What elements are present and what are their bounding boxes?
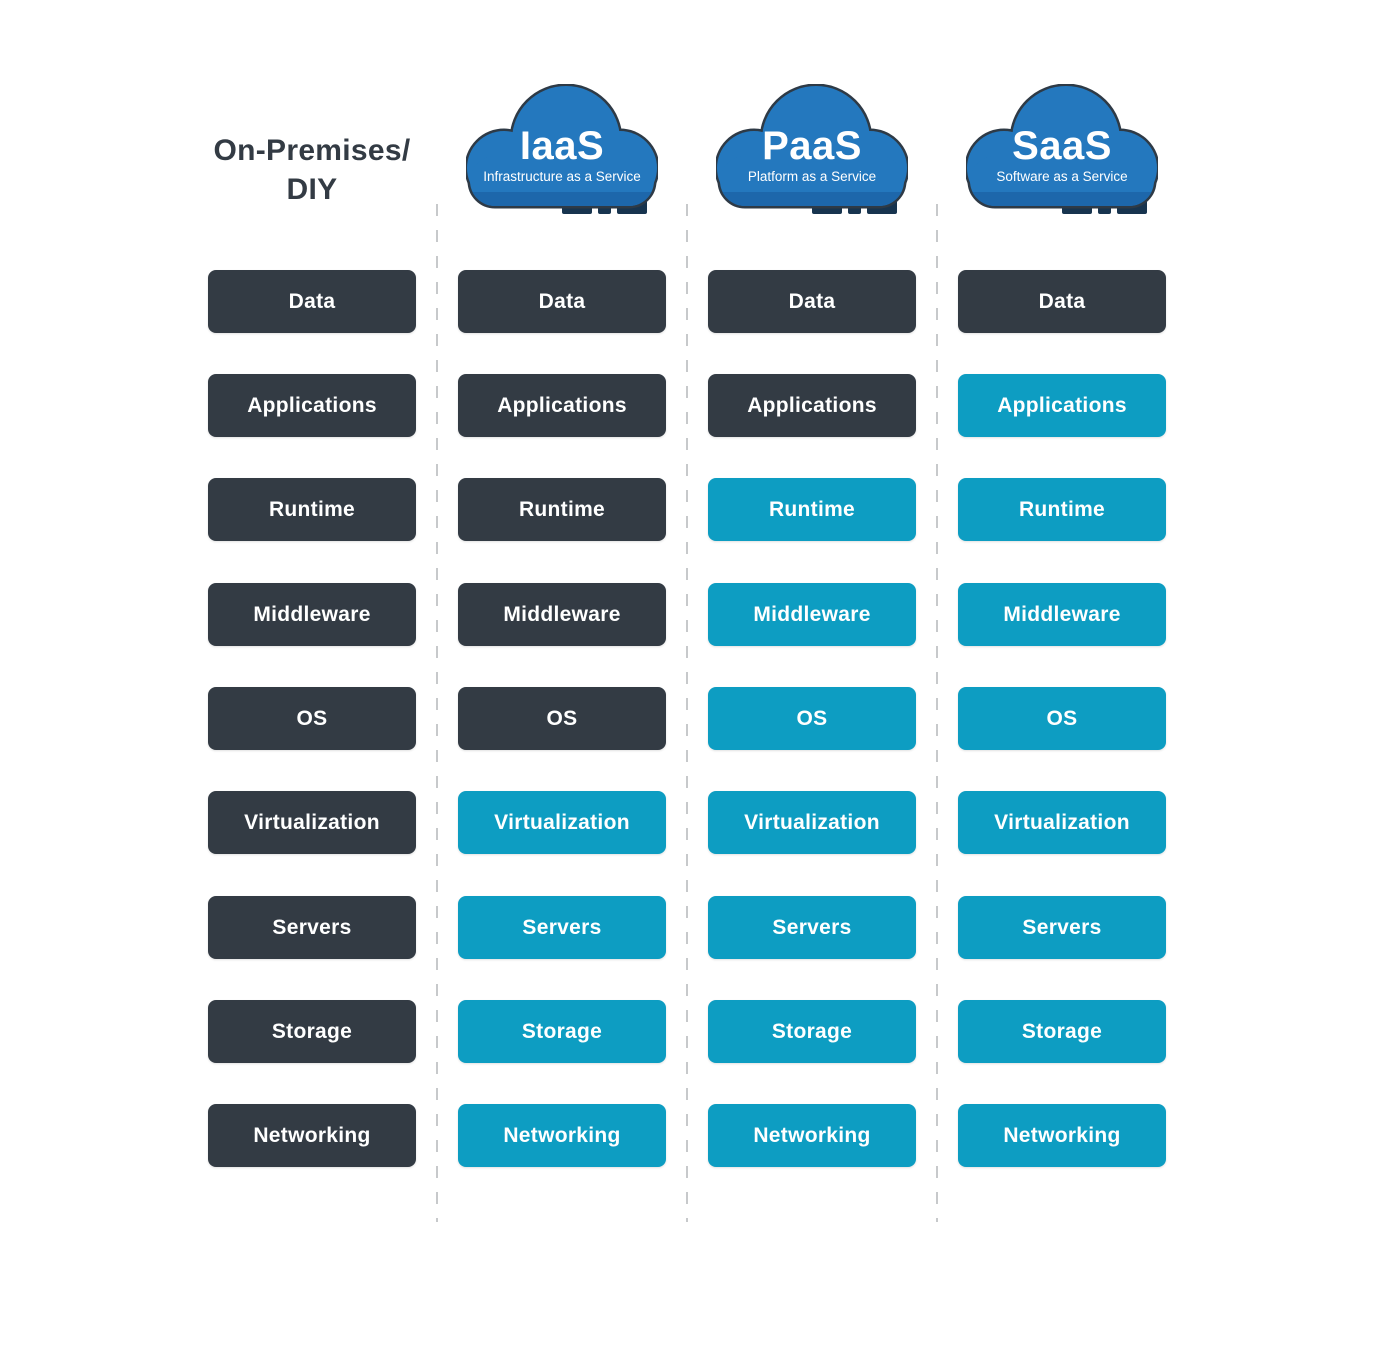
on-premises-title: On-Premises/ DIY bbox=[208, 131, 416, 209]
cell-saas-applications: Applications bbox=[958, 374, 1166, 437]
cell-saas-servers: Servers bbox=[958, 896, 1166, 959]
cell-saas-storage: Storage bbox=[958, 1000, 1166, 1063]
paas-cloud-label: PaaS Platform as a Service bbox=[716, 84, 908, 209]
saas-full-name: Software as a Service bbox=[996, 169, 1128, 184]
cell-saas-data: Data bbox=[958, 270, 1166, 333]
cell-iaas-data: Data bbox=[458, 270, 666, 333]
iaas-cloud: IaaS Infrastructure as a Service bbox=[466, 84, 658, 216]
cell-paas-networking: Networking bbox=[708, 1104, 916, 1167]
cell-saas-os: OS bbox=[958, 687, 1166, 750]
column-separator-1 bbox=[436, 204, 438, 1222]
on-premises-title-line2: DIY bbox=[286, 173, 338, 206]
iaas-full-name: Infrastructure as a Service bbox=[483, 169, 641, 184]
cell-saas-virtualization: Virtualization bbox=[958, 791, 1166, 854]
cell-paas-runtime: Runtime bbox=[708, 478, 916, 541]
cell-paas-middleware: Middleware bbox=[708, 583, 916, 646]
cell-iaas-middleware: Middleware bbox=[458, 583, 666, 646]
cell-paas-data: Data bbox=[708, 270, 916, 333]
iaas-cloud-label: IaaS Infrastructure as a Service bbox=[466, 84, 658, 209]
cell-paas-storage: Storage bbox=[708, 1000, 916, 1063]
saas-cloud-label: SaaS Software as a Service bbox=[966, 84, 1158, 209]
iaas-cloud-icon bbox=[466, 84, 658, 214]
cell-saas-runtime: Runtime bbox=[958, 478, 1166, 541]
column-separator-2 bbox=[686, 204, 688, 1222]
saas-cloud: SaaS Software as a Service bbox=[966, 84, 1158, 216]
cell-on-premises-middleware: Middleware bbox=[208, 583, 416, 646]
iaas-abbr: IaaS bbox=[519, 124, 605, 168]
cell-paas-virtualization: Virtualization bbox=[708, 791, 916, 854]
cell-iaas-servers: Servers bbox=[458, 896, 666, 959]
cell-iaas-virtualization: Virtualization bbox=[458, 791, 666, 854]
column-separator-3 bbox=[936, 204, 938, 1222]
paas-full-name: Platform as a Service bbox=[747, 169, 877, 184]
saas-cloud-icon bbox=[966, 84, 1158, 214]
cell-iaas-networking: Networking bbox=[458, 1104, 666, 1167]
cell-saas-networking: Networking bbox=[958, 1104, 1166, 1167]
cell-on-premises-storage: Storage bbox=[208, 1000, 416, 1063]
cell-on-premises-data: Data bbox=[208, 270, 416, 333]
cell-on-premises-runtime: Runtime bbox=[208, 478, 416, 541]
cell-paas-servers: Servers bbox=[708, 896, 916, 959]
cell-on-premises-networking: Networking bbox=[208, 1104, 416, 1167]
cell-on-premises-applications: Applications bbox=[208, 374, 416, 437]
cell-paas-os: OS bbox=[708, 687, 916, 750]
cell-iaas-os: OS bbox=[458, 687, 666, 750]
cell-iaas-storage: Storage bbox=[458, 1000, 666, 1063]
cell-paas-applications: Applications bbox=[708, 374, 916, 437]
cell-iaas-applications: Applications bbox=[458, 374, 666, 437]
cell-on-premises-servers: Servers bbox=[208, 896, 416, 959]
cell-saas-middleware: Middleware bbox=[958, 583, 1166, 646]
paas-cloud: PaaS Platform as a Service bbox=[716, 84, 908, 216]
cell-on-premises-virtualization: Virtualization bbox=[208, 791, 416, 854]
cell-iaas-runtime: Runtime bbox=[458, 478, 666, 541]
on-premises-title-line1: On-Premises/ bbox=[213, 134, 411, 167]
cell-on-premises-os: OS bbox=[208, 687, 416, 750]
paas-abbr: PaaS bbox=[762, 124, 862, 168]
saas-abbr: SaaS bbox=[1012, 124, 1112, 168]
paas-cloud-icon bbox=[716, 84, 908, 214]
